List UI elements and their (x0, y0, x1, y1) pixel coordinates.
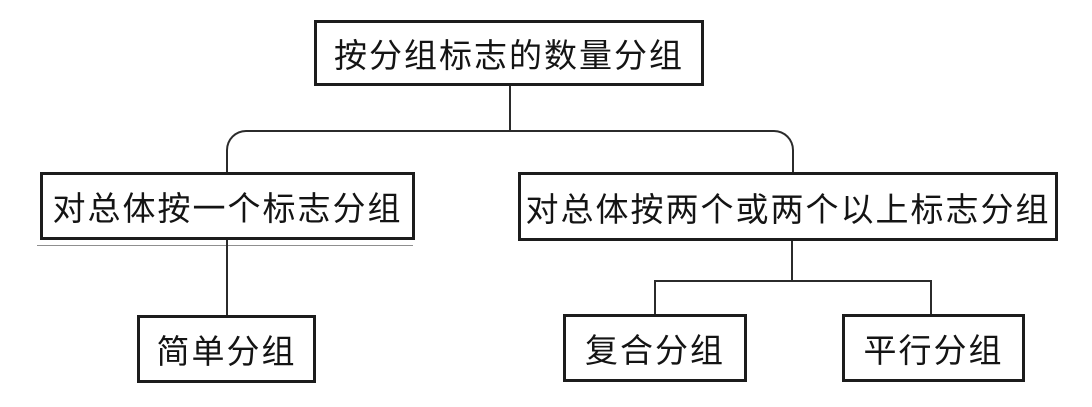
node-parallel-grouping-label: 平行分组 (863, 334, 1004, 370)
node-compound-grouping-label: 复合分组 (585, 334, 725, 370)
node-one-criterion-label: 对总体按一个标志分组 (52, 192, 403, 228)
connector-square-splitter (654, 280, 932, 315)
node-multi-criterion-box: 对总体按两个或两个以上标志分组 (518, 172, 1058, 241)
scan-artifact-line (37, 245, 413, 246)
node-root-label: 按分组标志的数量分组 (334, 39, 684, 75)
node-root-box: 按分组标志的数量分组 (314, 20, 704, 86)
node-simple-grouping-label: 简单分组 (156, 335, 297, 371)
connector-one-to-simple (226, 240, 228, 315)
connector-root-stem (509, 86, 511, 131)
node-multi-criterion-label: 对总体按两个或两个以上标志分组 (525, 192, 1051, 229)
node-parallel-grouping-box: 平行分组 (842, 314, 1025, 382)
connector-rounded-bracket (226, 130, 794, 173)
node-compound-grouping-box: 复合分组 (563, 314, 747, 382)
node-simple-grouping-box: 简单分组 (137, 315, 316, 383)
node-one-criterion-box: 对总体按一个标志分组 (40, 172, 415, 240)
connector-multi-stem (791, 241, 793, 281)
